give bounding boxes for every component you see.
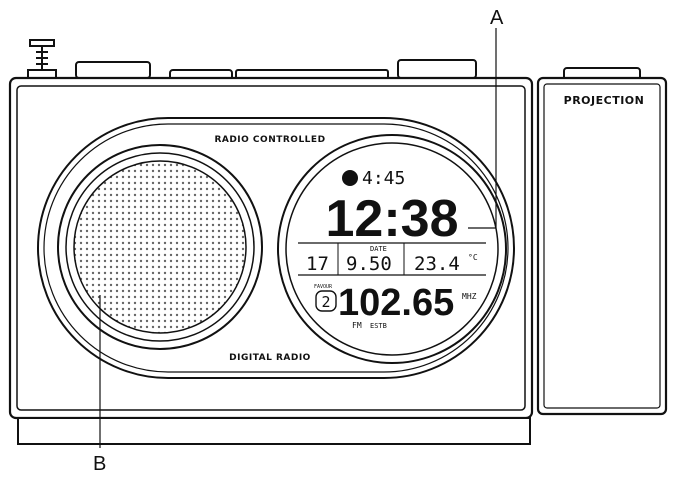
preset-box <box>315 290 337 312</box>
top-button-left[interactable] <box>75 61 151 79</box>
projector-unit-inner <box>543 83 661 409</box>
band-label: FM <box>352 321 362 330</box>
temperature-unit: °C <box>468 253 478 262</box>
date-label: DATE <box>370 245 387 253</box>
preset-label: FAVOUR <box>314 284 333 290</box>
status-label: ESTB <box>370 322 387 330</box>
digital-radio-label: DIGITAL RADIO <box>229 353 311 363</box>
projection-label: PROJECTION <box>564 94 645 107</box>
temperature-value: 23.4 <box>414 253 460 275</box>
date-value: 9.50 <box>346 253 392 275</box>
clock-time: 12:38 <box>326 190 459 248</box>
band-unit: MHZ <box>462 292 477 301</box>
antenna-icon <box>27 39 57 79</box>
frequency-value: 102.65 <box>338 282 454 324</box>
front-panel-inner <box>43 123 509 373</box>
speaker-grille-icon <box>57 144 263 350</box>
projector-unit <box>536 76 668 416</box>
day-value: 17 <box>306 253 329 275</box>
callout-b: B <box>93 453 106 475</box>
lcd-display <box>277 134 507 364</box>
alarm-bell-icon <box>342 170 358 186</box>
radio-controlled-label: RADIO CONTROLLED <box>214 135 325 145</box>
clock-base <box>17 417 531 445</box>
top-button-right[interactable] <box>397 59 477 79</box>
callout-a: A <box>490 7 504 29</box>
preset-number: 2 <box>321 293 330 311</box>
clock-body-inner <box>16 85 526 411</box>
alarm-time: 4:45 <box>362 168 405 189</box>
